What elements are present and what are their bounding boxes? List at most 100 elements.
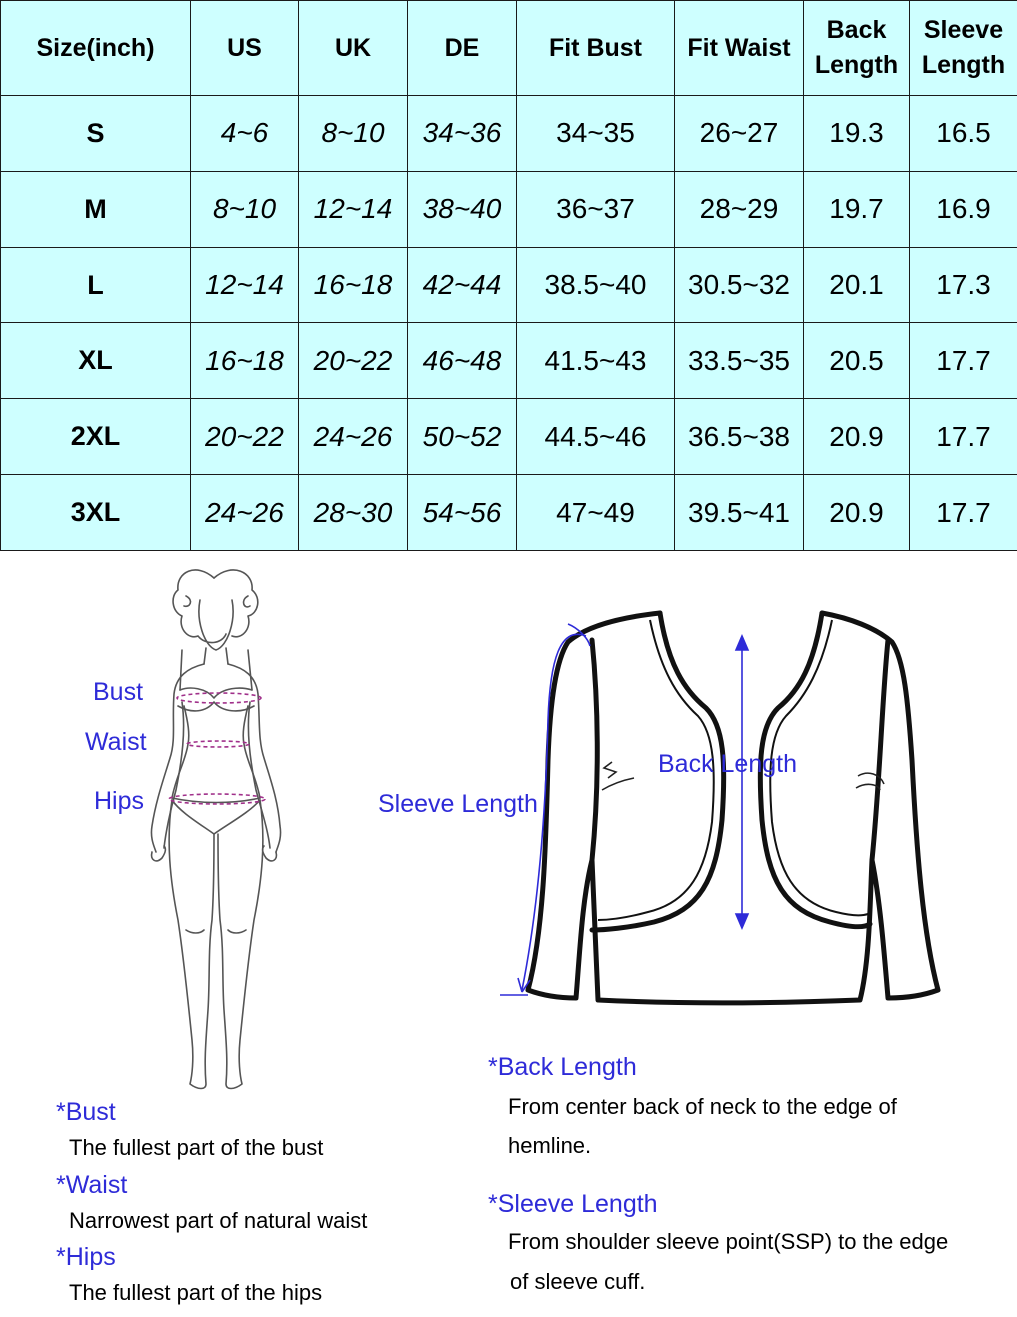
cell-fit-waist: 26~27: [674, 95, 804, 172]
cell-fit-bust: 41.5~43: [516, 322, 675, 400]
waist-measure-line: [186, 740, 250, 748]
cell-fit-waist: 36.5~38: [674, 398, 804, 476]
header-fit-waist-text: Fit Waist: [687, 33, 791, 62]
header-us-text: US: [227, 33, 262, 62]
cell-uk: 20~22: [298, 322, 408, 400]
cell-size: 2XL: [0, 398, 191, 476]
cell-sleeve-length: 16.5: [909, 95, 1017, 172]
cell-size: S: [0, 95, 191, 172]
header-sleeve-length-text: Length: [921, 51, 1006, 79]
body-measure-lines: [168, 692, 266, 805]
bust-label: Bust: [93, 678, 144, 706]
cell-back-length: 19.7: [803, 170, 910, 248]
cell-back-length: 20.1: [803, 246, 910, 324]
header-de: DE: [407, 0, 517, 96]
shrug-inner-trim: [597, 619, 869, 921]
waist-label: Waist: [85, 728, 147, 756]
hips-note-title: *Hips: [56, 1243, 116, 1271]
sleeve-length-label: Sleeve Length: [378, 790, 538, 818]
cell-de: 54~56: [407, 474, 517, 551]
back-length-label: Back Length: [658, 750, 797, 778]
cell-us: 12~14: [190, 246, 299, 324]
header-de-text: DE: [444, 33, 480, 62]
cell-size: 3XL: [0, 474, 191, 551]
header-fit-bust-text: Fit Bust: [548, 33, 643, 62]
hips-label: Hips: [94, 787, 145, 815]
bust-note-title: *Bust: [56, 1098, 116, 1126]
cell-sleeve-length: 16.9: [909, 170, 1017, 248]
back-length-note-title: *Back Length: [488, 1053, 637, 1081]
header-size-text: Size(inch): [36, 33, 155, 62]
header-sleeve-length-text: Sleeve: [923, 16, 1004, 44]
cell-uk: 12~14: [298, 170, 408, 248]
cell-back-length: 20.9: [803, 398, 910, 476]
cell-uk: 16~18: [298, 246, 408, 324]
cell-size: L: [0, 246, 191, 324]
waist-note-text: Narrowest part of natural waist: [69, 1208, 368, 1233]
cell-fit-bust: 34~35: [516, 95, 675, 172]
back-length-note-text-2: hemline.: [508, 1133, 592, 1158]
cell-de: 38~40: [407, 170, 517, 248]
back-length-note-text-1: From center back of neck to the edge of: [508, 1094, 897, 1119]
hips-measure-line: [168, 793, 266, 805]
cell-us: 4~6: [190, 95, 299, 172]
cell-us: 20~22: [190, 398, 299, 476]
cell-fit-waist: 33.5~35: [674, 322, 804, 400]
cell-fit-waist: 30.5~32: [674, 246, 804, 324]
header-fit-waist: Fit Waist: [674, 0, 804, 96]
cell-fit-bust: 38.5~40: [516, 246, 675, 324]
sleeve-length-note-text-2: of sleeve cuff.: [510, 1269, 646, 1294]
sleeve-crease-marks: [601, 761, 885, 791]
header-fit-bust: Fit Bust: [516, 0, 675, 96]
hips-note-text: The fullest part of the hips: [69, 1280, 323, 1305]
sleeve-length-arrow: [500, 623, 591, 996]
cell-de: 42~44: [407, 246, 517, 324]
cell-size: XL: [0, 322, 191, 400]
bust-note-text: The fullest part of the bust: [69, 1135, 324, 1160]
waist-note-title: *Waist: [56, 1171, 128, 1199]
cell-sleeve-length: 17.3: [909, 246, 1017, 324]
bust-measure-line: [176, 692, 262, 704]
header-size: Size(inch): [0, 0, 191, 96]
header-back-length-text: Length: [814, 51, 899, 79]
sleeve-length-note-title: *Sleeve Length: [488, 1190, 658, 1218]
cell-de: 34~36: [407, 95, 517, 172]
cell-sleeve-length: 17.7: [909, 474, 1017, 551]
cell-us: 8~10: [190, 170, 299, 248]
shrug-garment-illustration: [525, 610, 941, 1006]
back-length-arrow: [734, 633, 750, 931]
cell-back-length: 19.3: [803, 95, 910, 172]
cell-fit-bust: 47~49: [516, 474, 675, 551]
header-us: US: [190, 0, 299, 96]
cell-sleeve-length: 17.7: [909, 398, 1017, 476]
cell-de: 50~52: [407, 398, 517, 476]
cell-fit-waist: 28~29: [674, 170, 804, 248]
cell-fit-bust: 36~37: [516, 170, 675, 248]
illustrations: [150, 569, 941, 1090]
cell-uk: 8~10: [298, 95, 408, 172]
header-back-length-text: Back: [826, 16, 887, 44]
body-figure-illustration: [150, 569, 282, 1090]
header-uk: UK: [298, 0, 408, 96]
cell-de: 46~48: [407, 322, 517, 400]
cell-back-length: 20.9: [803, 474, 910, 551]
sleeve-length-note-text-1: From shoulder sleeve point(SSP) to the e…: [508, 1229, 949, 1254]
cell-back-length: 20.5: [803, 322, 910, 400]
cell-us: 24~26: [190, 474, 299, 551]
cell-size: M: [0, 170, 191, 248]
cell-fit-waist: 39.5~41: [674, 474, 804, 551]
cell-us: 16~18: [190, 322, 299, 400]
cell-sleeve-length: 17.7: [909, 322, 1017, 400]
cell-uk: 28~30: [298, 474, 408, 551]
header-uk-text: UK: [334, 33, 372, 62]
